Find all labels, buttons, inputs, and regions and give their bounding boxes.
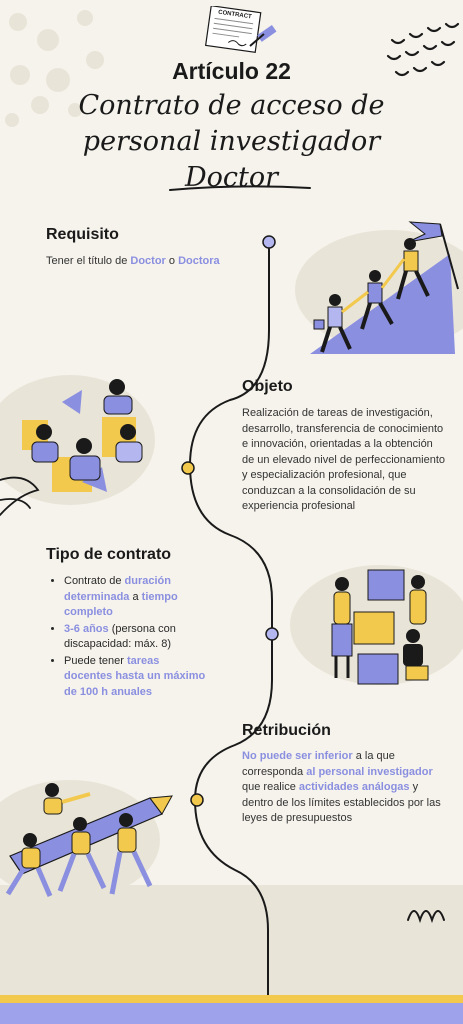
timeline-node-4 [190, 793, 204, 807]
tipo-bullet-1: Contrato de duración determinada a tiemp… [64, 574, 208, 621]
subtitle-line-2: personal investigador [82, 126, 381, 157]
footer-band-purple [0, 1003, 463, 1024]
footer-band-yellow [0, 995, 463, 1003]
timeline-node-1 [262, 235, 276, 249]
timeline-node-2 [181, 461, 195, 475]
retribucion-text: No puede ser inferior a la que correspon… [242, 750, 441, 824]
teamwork-boxes-illustration [331, 569, 429, 685]
tipo-bullets: Contrato de duración determinada a tiemp… [48, 574, 208, 701]
retribucion-title: Retribución [242, 722, 331, 739]
requisito-hl-doctora: Doctora [178, 255, 220, 267]
objeto-text: Realización de tareas de investigación, … [242, 407, 446, 512]
climbing-team-illustration [310, 221, 459, 354]
tipo-bullet-3: Puede tener tareas docentes hasta un máx… [64, 654, 208, 701]
subtitle: Contrato de acceso de personal investiga… [0, 88, 463, 196]
subtitle-line-1: Contrato de acceso de [78, 90, 385, 121]
contract-icon [204, 6, 277, 53]
tipo-bullet-2: 3-6 años (persona con discapacidad: máx.… [64, 622, 208, 653]
timeline-node-3 [265, 627, 279, 641]
requisito-title: Requisito [46, 226, 119, 243]
subtitle-line-3: Doctor [184, 162, 279, 193]
tipo-title: Tipo de contrato [46, 546, 172, 563]
pencil-team-illustration [5, 783, 173, 897]
collaboration-illustration [22, 379, 143, 492]
requisito-text: Tener el título de Doctor o Doctora [46, 255, 220, 267]
objeto-title: Objeto [242, 378, 293, 395]
requisito-hl-doctor: Doctor [130, 255, 166, 267]
article-title: Artículo 22 [172, 58, 291, 84]
